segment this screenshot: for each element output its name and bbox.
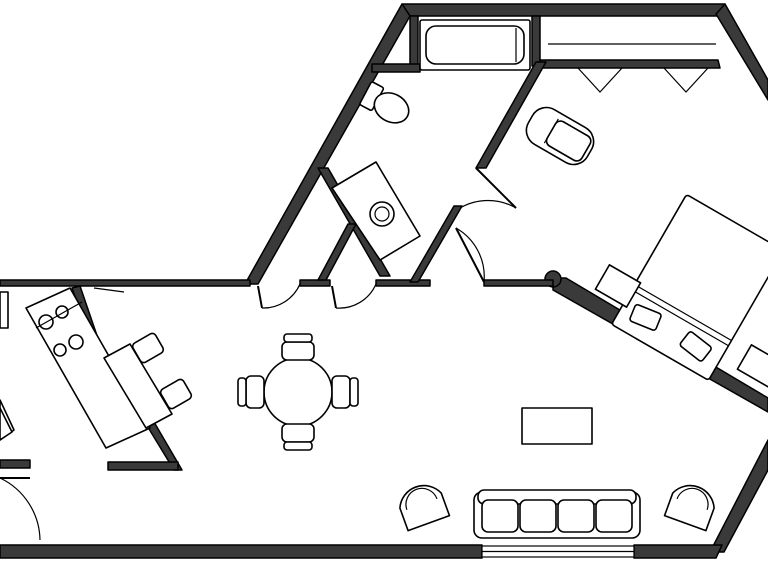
wall-left-stub (0, 459, 31, 469)
wall-north-mid1 (299, 279, 331, 287)
bathroom-door-swing (459, 199, 517, 209)
counter-edge (93, 287, 125, 293)
closet-door-right-leaf (331, 285, 337, 309)
bedroom (525, 106, 768, 388)
wardrobe-door-2 (663, 67, 709, 93)
nightstand-right (736, 344, 768, 388)
wall-closet-top (539, 59, 721, 69)
bathroom-sink-counter (331, 161, 421, 261)
fridge (0, 291, 9, 329)
dining-table (263, 357, 333, 427)
closet-door-left-swing (261, 283, 301, 309)
dining-chair-bottom (281, 423, 315, 451)
dining-chair-right (331, 375, 359, 409)
wall-closet-inner (317, 223, 357, 281)
closet-door-right-swing (335, 283, 377, 309)
entry-door-swing (0, 477, 41, 541)
sofa (473, 489, 641, 539)
kitchen (0, 287, 193, 449)
wall-north-right (483, 279, 554, 287)
wall-upper-left-diagonal (244, 3, 411, 285)
wall-north-left (0, 279, 251, 287)
wall-bath-lower (371, 63, 421, 73)
wall-lower-right-diagonal (709, 439, 768, 553)
double-bed (611, 194, 768, 381)
wall-bottom-left (0, 544, 483, 559)
lounge-chair-right (663, 484, 715, 532)
wall-bath-bedroom (475, 61, 547, 169)
wall-north-mid2 (375, 279, 431, 287)
lounge-chair-left (399, 484, 451, 532)
dining-chair-top (281, 333, 315, 361)
bedroom-door-swing (455, 227, 485, 283)
wall-bath-left (409, 15, 419, 71)
closet-door-left-leaf (257, 285, 263, 309)
bathroom (331, 19, 531, 261)
wall-bath-right (531, 15, 541, 67)
toilet (359, 81, 410, 124)
dining-chair-left (237, 375, 265, 409)
wall-right-diagonal (715, 3, 768, 101)
wardrobe-door-1 (577, 67, 623, 93)
bathroom-door-leaf (475, 167, 517, 209)
bedroom-door-leaf (455, 227, 485, 283)
armchair-left-partial (0, 407, 13, 441)
armchair (525, 106, 595, 166)
dining-set (237, 333, 359, 451)
wall-top (401, 3, 726, 17)
wall-kitchen-bottom (107, 461, 179, 471)
living-area (0, 407, 715, 539)
wall-bottom-right (633, 544, 723, 559)
bar-stool-2 (159, 378, 193, 410)
breakfast-bar (103, 343, 173, 429)
bathtub (419, 19, 531, 71)
coffee-table (521, 407, 593, 445)
bar-stool-1 (131, 332, 165, 364)
stove-counter (25, 287, 151, 449)
nightstand-left (594, 264, 642, 308)
wall-bath-lower-diagonal (409, 205, 463, 283)
doors (0, 43, 716, 541)
